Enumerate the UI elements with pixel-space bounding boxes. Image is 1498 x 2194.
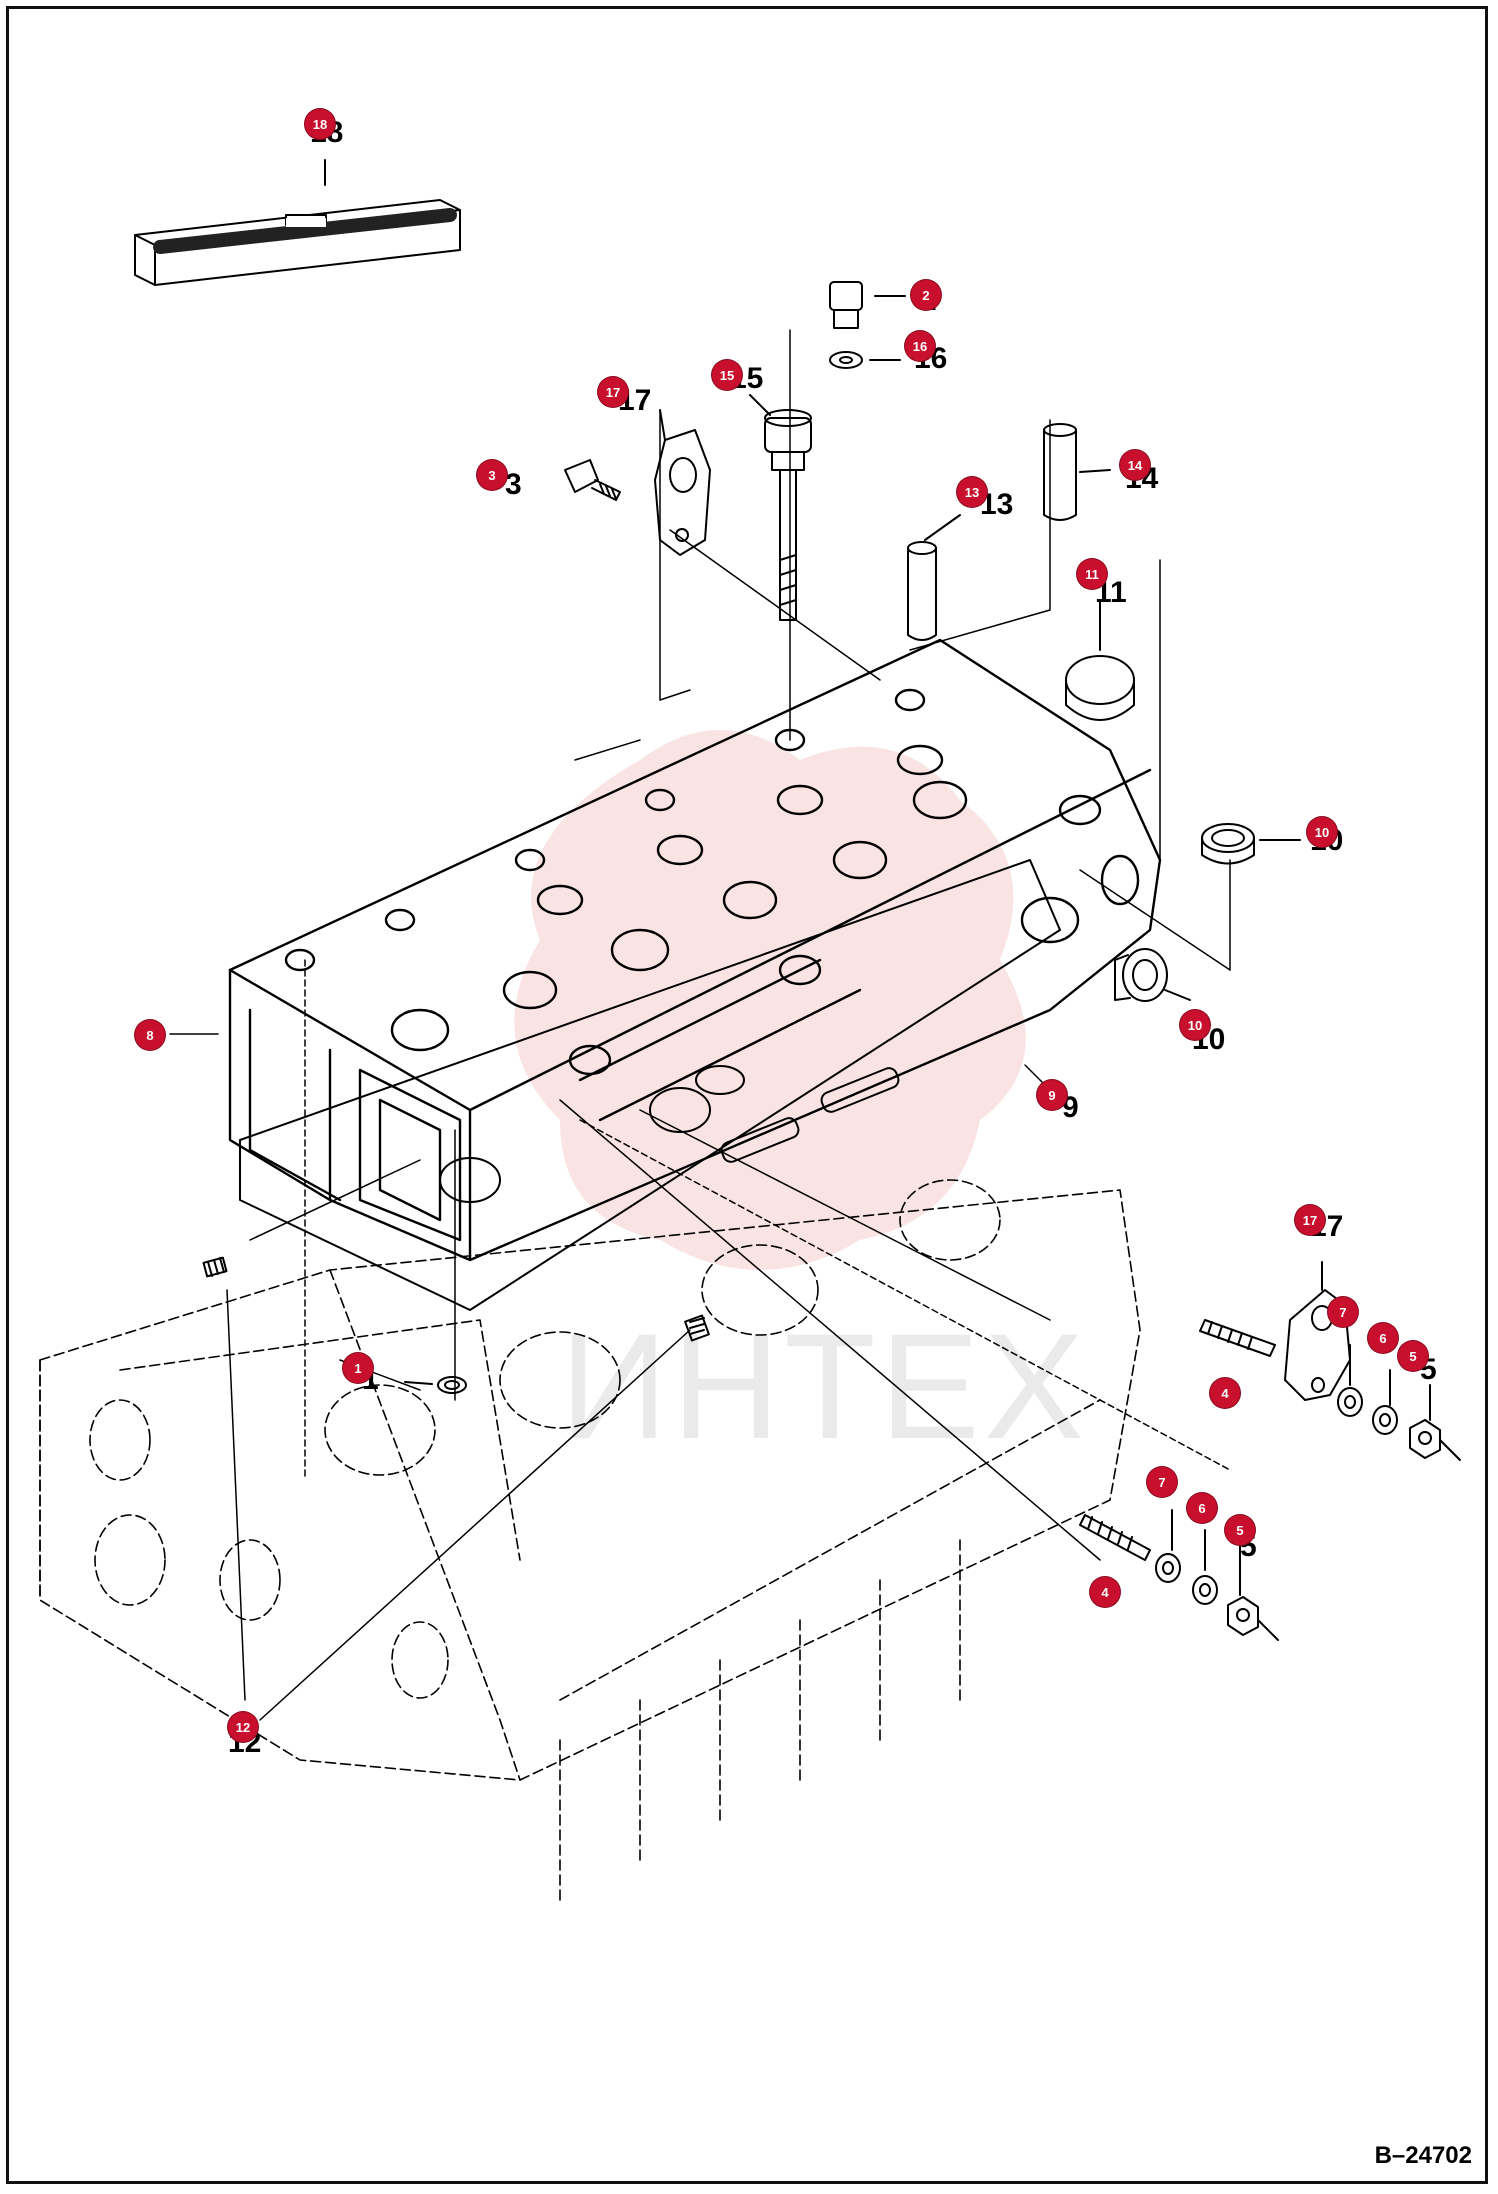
callout-6-lower[interactable]: 6 — [1187, 1493, 1217, 1523]
part-stud-assembly-lower — [1079, 1509, 1279, 1641]
callout-4-upper[interactable]: 4 — [1210, 1378, 1240, 1408]
part-oring-1 — [404, 1376, 467, 1394]
callout-17-top[interactable]: 17 — [598, 377, 628, 407]
part-plug — [829, 281, 906, 329]
callout-10-lower[interactable]: 10 — [1180, 1010, 1210, 1040]
callout-18[interactable]: 18 — [305, 109, 335, 139]
diagram-frame — [6, 6, 1488, 2184]
callout-6-upper[interactable]: 6 — [1368, 1323, 1398, 1353]
part-lifting-bracket — [654, 409, 711, 556]
callout-8[interactable]: 8 — [135, 1020, 165, 1050]
callout-5-upper[interactable]: 5 — [1398, 1341, 1428, 1371]
callout-17-right[interactable]: 17 — [1295, 1205, 1325, 1235]
part-number-9: 9 — [1062, 1091, 1079, 1124]
part-cover-plate — [134, 159, 461, 286]
watermark-logo — [514, 730, 1026, 1270]
part-seal-10b — [1114, 948, 1191, 1002]
callout-10-upper[interactable]: 10 — [1307, 817, 1337, 847]
part-head-bolt — [749, 394, 812, 621]
leader-lines — [226, 329, 1231, 1721]
callout-2[interactable]: 2 — [911, 280, 941, 310]
watermark-text: ИНТЕХ — [560, 1302, 1088, 1470]
callout-7-upper[interactable]: 7 — [1328, 1297, 1358, 1327]
callout-12[interactable]: 12 — [228, 1712, 258, 1742]
cylinder-head — [228, 638, 1162, 1262]
part-washer-16 — [829, 351, 901, 369]
part-seal-10a — [1201, 823, 1301, 865]
callout-13[interactable]: 13 — [957, 477, 987, 507]
part-stud-12a — [202, 1256, 228, 1278]
part-stud-12b — [684, 1314, 710, 1342]
part-bolt-3 — [564, 459, 621, 501]
callout-5-lower[interactable]: 5 — [1225, 1515, 1255, 1545]
callout-15[interactable]: 15 — [712, 360, 742, 390]
callout-16[interactable]: 16 — [905, 331, 935, 361]
callout-4-lower[interactable]: 4 — [1090, 1577, 1120, 1607]
part-valve-guide-13 — [907, 514, 961, 641]
callout-3[interactable]: 3 — [477, 460, 507, 490]
engine-block-outline — [39, 1179, 1141, 1901]
callout-11[interactable]: 11 — [1077, 559, 1107, 589]
part-cap-11 — [1065, 599, 1135, 721]
part-valve-guide-14 — [1043, 423, 1111, 521]
part-number-3: 3 — [505, 468, 522, 501]
callout-9[interactable]: 9 — [1037, 1080, 1067, 1110]
callout-7-lower[interactable]: 7 — [1147, 1467, 1177, 1497]
figure-reference: B–24702 — [1374, 2142, 1472, 2169]
callout-14[interactable]: 14 — [1120, 450, 1150, 480]
callout-1[interactable]: 1 — [343, 1353, 373, 1383]
part-stud-assembly-upper — [1199, 1261, 1461, 1461]
